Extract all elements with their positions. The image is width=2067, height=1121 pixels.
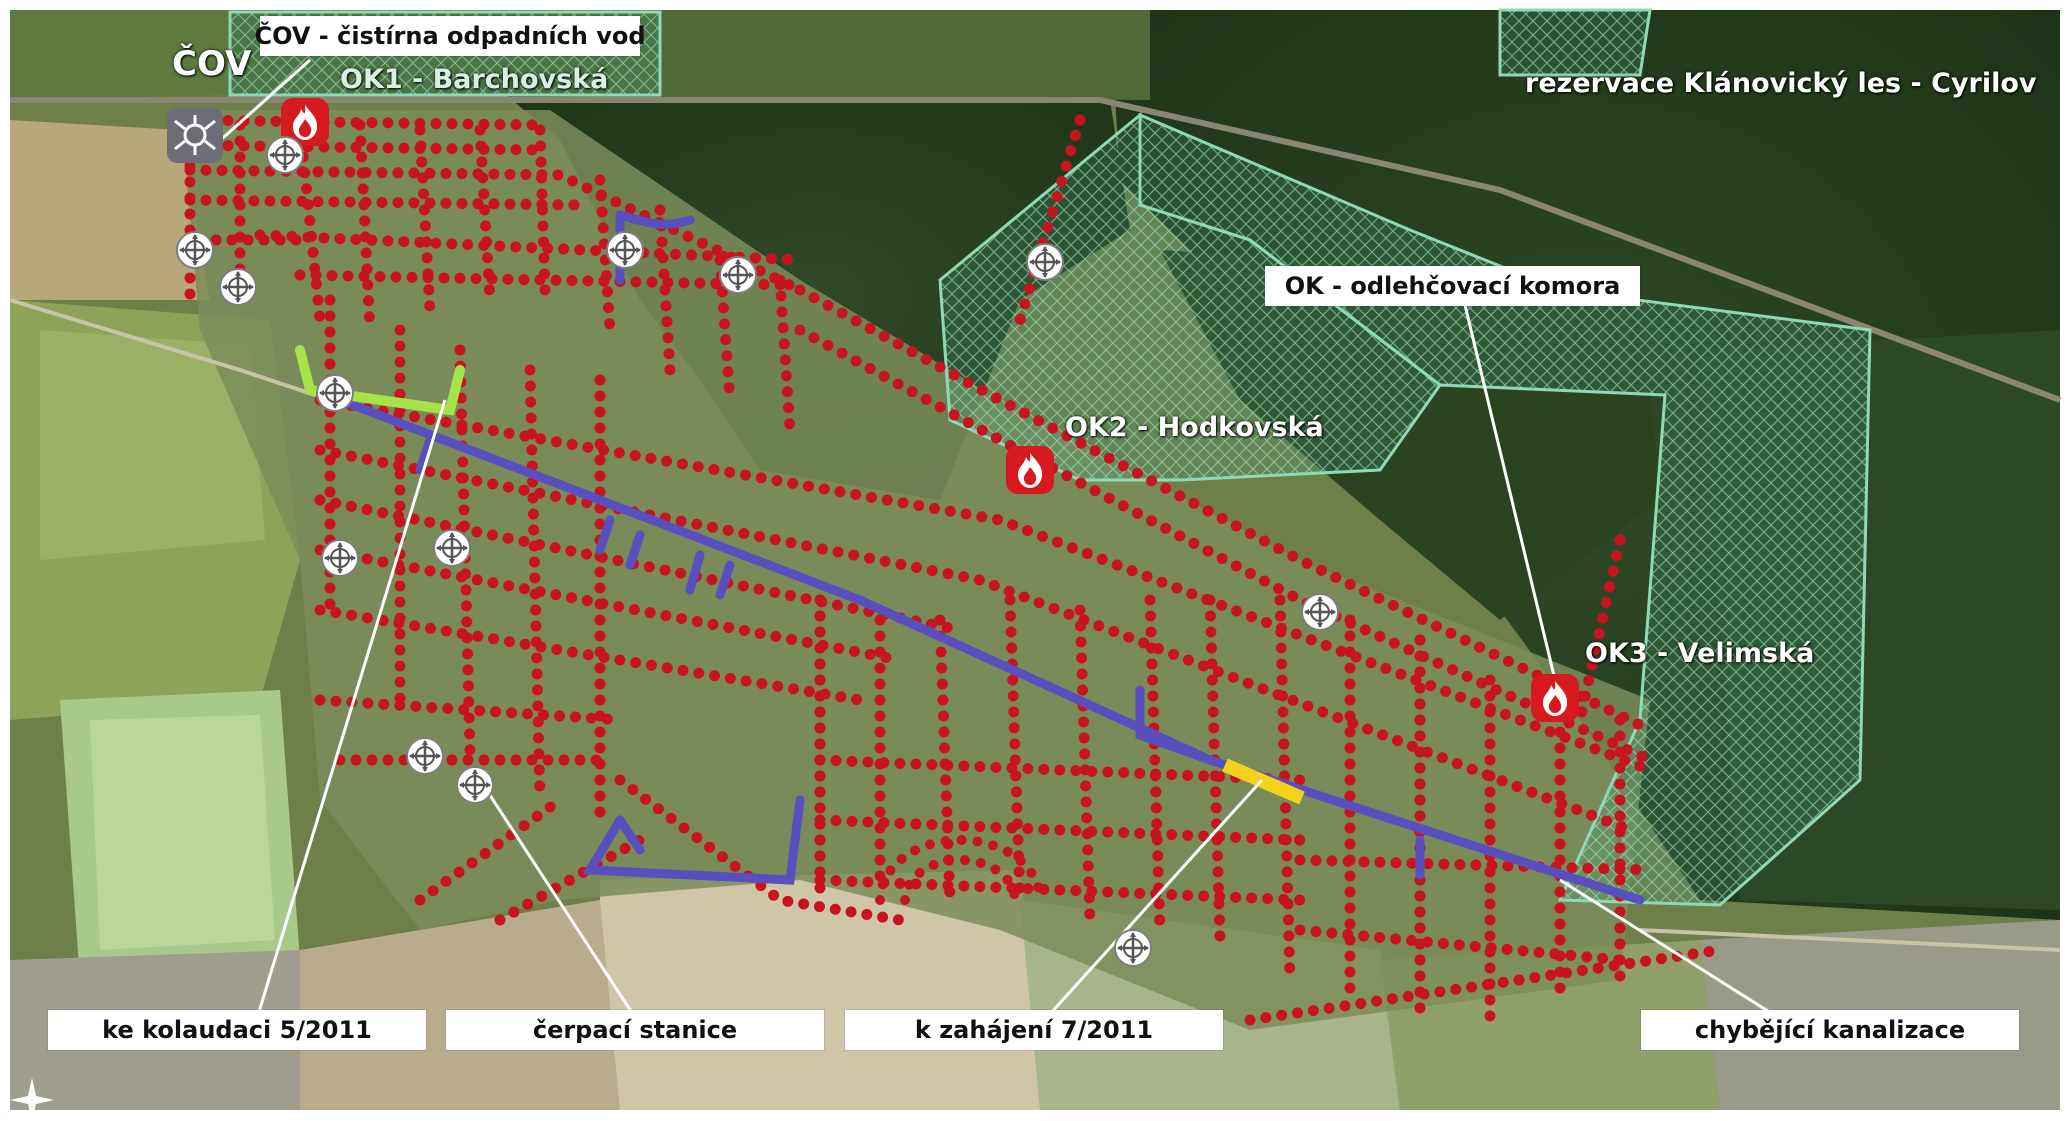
callout-kolaudace: ke kolaudaci 5/2011	[48, 1010, 426, 1050]
pumping-station-icon[interactable]	[265, 135, 305, 175]
pumping-station-icon[interactable]	[605, 230, 645, 270]
ok3-label: OK3 - Velimská	[1585, 638, 1815, 669]
callout-zahajeni: k zahájení 7/2011	[845, 1010, 1223, 1050]
compass-icon	[10, 1078, 54, 1121]
treatment-plant-icon[interactable]	[167, 107, 223, 163]
leader-lines	[213, 58, 1791, 1027]
sewer-network	[174, 114, 1726, 1036]
approval-5-2011-lines	[295, 345, 465, 416]
callout-cov-legend: ČOV - čistírna odpadních vod	[254, 16, 646, 56]
sewer-arcs	[875, 835, 1045, 905]
pumping-station-icon[interactable]	[1300, 592, 1340, 632]
cov-label: ČOV	[172, 44, 252, 84]
callout-chybejici-kanalizace: chybějící kanalizace	[1641, 1010, 2019, 1050]
pumping-station-icon[interactable]	[175, 230, 215, 270]
pumping-station-icon[interactable]	[718, 255, 758, 295]
pumping-station-icon[interactable]	[320, 538, 360, 578]
ok2-label: OK2 - Hodkovská	[1065, 412, 1324, 443]
pumping-station-icon[interactable]	[1113, 928, 1153, 968]
callout-cerpaci-stanice: čerpací stanice	[446, 1010, 824, 1050]
pumping-station-icon[interactable]	[405, 736, 445, 776]
fire-icon[interactable]	[1531, 674, 1579, 722]
pumping-station-icon[interactable]	[1025, 242, 1065, 282]
callout-ok-legend: OK - odlehčovací komora	[1265, 266, 1640, 306]
pumping-station-icon[interactable]	[315, 373, 355, 413]
ok1-label: OK1 - Barchovská	[340, 64, 609, 95]
start-7-2011-line	[1222, 758, 1305, 805]
pumping-station-icon[interactable]	[455, 765, 495, 805]
pumping-station-icon[interactable]	[218, 267, 258, 307]
reserve-label: rezervace Klánovický les - Cyrilov	[1525, 68, 2037, 99]
missing-sewer-lines	[335, 210, 1645, 905]
pumping-station-icon[interactable]	[432, 528, 472, 568]
fire-icon[interactable]	[1006, 446, 1054, 494]
